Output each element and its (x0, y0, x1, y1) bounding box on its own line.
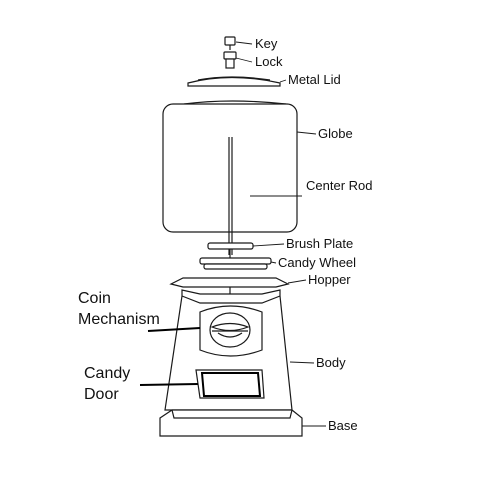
label-body: Body (316, 355, 346, 370)
center-rod-part (228, 137, 233, 255)
metal-lid-part (187, 76, 281, 87)
candy-door-part (195, 369, 265, 399)
label-metal-lid: Metal Lid (288, 72, 341, 87)
label-hopper: Hopper (308, 272, 351, 287)
globe-part (162, 100, 298, 233)
label-base: Base (328, 418, 358, 433)
candy-wheel-part (199, 257, 272, 270)
coin-mechanism-part (199, 305, 263, 357)
label-key: Key (255, 36, 278, 51)
label-brush-plate: Brush Plate (286, 236, 353, 251)
leader-lines (139, 41, 326, 427)
label-candy-door-line2: Door (84, 386, 119, 403)
label-candy-wheel: Candy Wheel (278, 255, 356, 270)
label-lock: Lock (255, 54, 283, 69)
label-coin-mechanism-line1: Coin (78, 290, 111, 307)
label-coin-mechanism-line2: Mechanism (78, 311, 160, 328)
label-center-rod: Center Rod (306, 178, 372, 193)
brush-plate-part (207, 242, 254, 258)
hopper-part (169, 277, 290, 296)
lock-part (223, 51, 237, 69)
label-globe: Globe (318, 126, 353, 141)
label-candy-door-line1: Candy (84, 365, 130, 382)
base-part (159, 409, 303, 437)
key-part (224, 36, 236, 50)
